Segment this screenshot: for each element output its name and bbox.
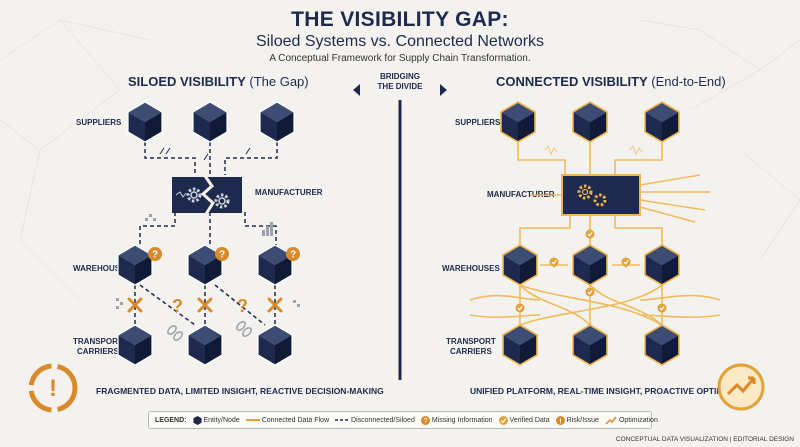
legend-item-connected: Connected Data Flow <box>245 417 329 424</box>
supplier-node <box>500 101 536 143</box>
page-subtitle: Siloed Systems vs. Connected Networks <box>255 33 545 50</box>
carrier-node <box>117 324 153 366</box>
right-label-manufacturer: MANUFACTURER <box>487 190 555 199</box>
right-heading: CONNECTED VISIBILITY (End-to-End) <box>496 74 726 89</box>
carrier-node <box>257 324 293 366</box>
page-tagline: A Conceptual Framework for Supply Chain … <box>269 53 531 64</box>
manufacturer-node <box>172 177 242 213</box>
footer: CONCEPTUAL DATA VISUALIZATION | EDITORIA… <box>615 436 794 443</box>
check-icon <box>514 302 526 314</box>
right-label-suppliers: SUPPLIERS <box>455 118 501 127</box>
supplier-node <box>259 101 295 143</box>
warehouse-node <box>644 244 680 286</box>
supplier-node <box>572 101 608 143</box>
question-icon: ? <box>237 296 248 316</box>
gear-icon <box>577 184 593 200</box>
supplier-node <box>192 101 228 143</box>
legend-item-disconnected: Disconnected/Siloed <box>335 417 415 424</box>
broken-link-icon <box>167 321 252 341</box>
left-label-suppliers: SUPPLIERS <box>76 118 122 127</box>
legend-item-optimization: Optimization <box>605 416 658 425</box>
legend-title: LEGEND: <box>155 416 187 424</box>
check-icon <box>620 256 632 268</box>
svg-text:!: ! <box>559 416 561 425</box>
page-title: THE VISIBILITY GAP: <box>291 8 509 31</box>
svg-text:!: ! <box>49 375 57 402</box>
supplier-node <box>127 101 163 143</box>
gear-icon <box>593 193 607 207</box>
legend-item-verified: Verified Data <box>498 415 550 425</box>
right-caption: UNIFIED PLATFORM, REAL-TIME INSIGHT, PRO… <box>470 386 757 396</box>
carrier-node <box>187 324 223 366</box>
legend-item-missing: ?Missing Information <box>420 415 493 425</box>
warning-icon: ! <box>555 415 565 425</box>
background-network <box>0 19 800 301</box>
bridge-arrows <box>353 84 447 96</box>
question-icon <box>286 247 300 261</box>
warehouse-node <box>117 244 153 286</box>
check-icon <box>548 256 560 268</box>
check-icon <box>584 286 596 298</box>
question-icon <box>215 247 229 261</box>
carrier-node <box>644 324 680 366</box>
left-heading: SILOED VISIBILITY (The Gap) <box>128 74 309 89</box>
carrier-node <box>572 324 608 366</box>
legend-item-entity: Entity/Node <box>192 415 240 425</box>
optimization-icon <box>605 416 617 425</box>
fragment-pixels <box>116 214 300 309</box>
cube-icon <box>192 415 202 425</box>
left-label-warehouses: WAREHOUSES <box>73 264 131 273</box>
question-icon: ? <box>420 415 430 425</box>
legend-item-risk: !Risk/Issue <box>555 415 599 425</box>
svg-text:?: ? <box>423 416 427 425</box>
warning-icon <box>28 363 78 413</box>
right-diagram <box>469 101 765 411</box>
warehouse-node <box>572 244 608 286</box>
left-diagram: ? ? ! <box>28 101 300 413</box>
warehouse-node <box>502 244 538 286</box>
right-label-warehouses: WAREHOUSES <box>442 264 500 273</box>
disconnected-flow-icon <box>335 419 350 421</box>
question-icon <box>148 247 162 261</box>
connected-flow-icon <box>245 419 260 421</box>
left-label-manufacturer: MANUFACTURER <box>255 188 323 197</box>
left-caption: FRAGMENTED DATA, LIMITED INSIGHT, REACTI… <box>96 386 384 396</box>
carrier-node <box>502 324 538 366</box>
check-icon <box>498 415 508 425</box>
supplier-node <box>644 101 680 143</box>
question-icon: ? <box>172 296 183 316</box>
check-icon <box>656 302 668 314</box>
check-icon <box>584 228 596 240</box>
legend: LEGEND: Entity/Node Connected Data Flow … <box>148 411 658 429</box>
